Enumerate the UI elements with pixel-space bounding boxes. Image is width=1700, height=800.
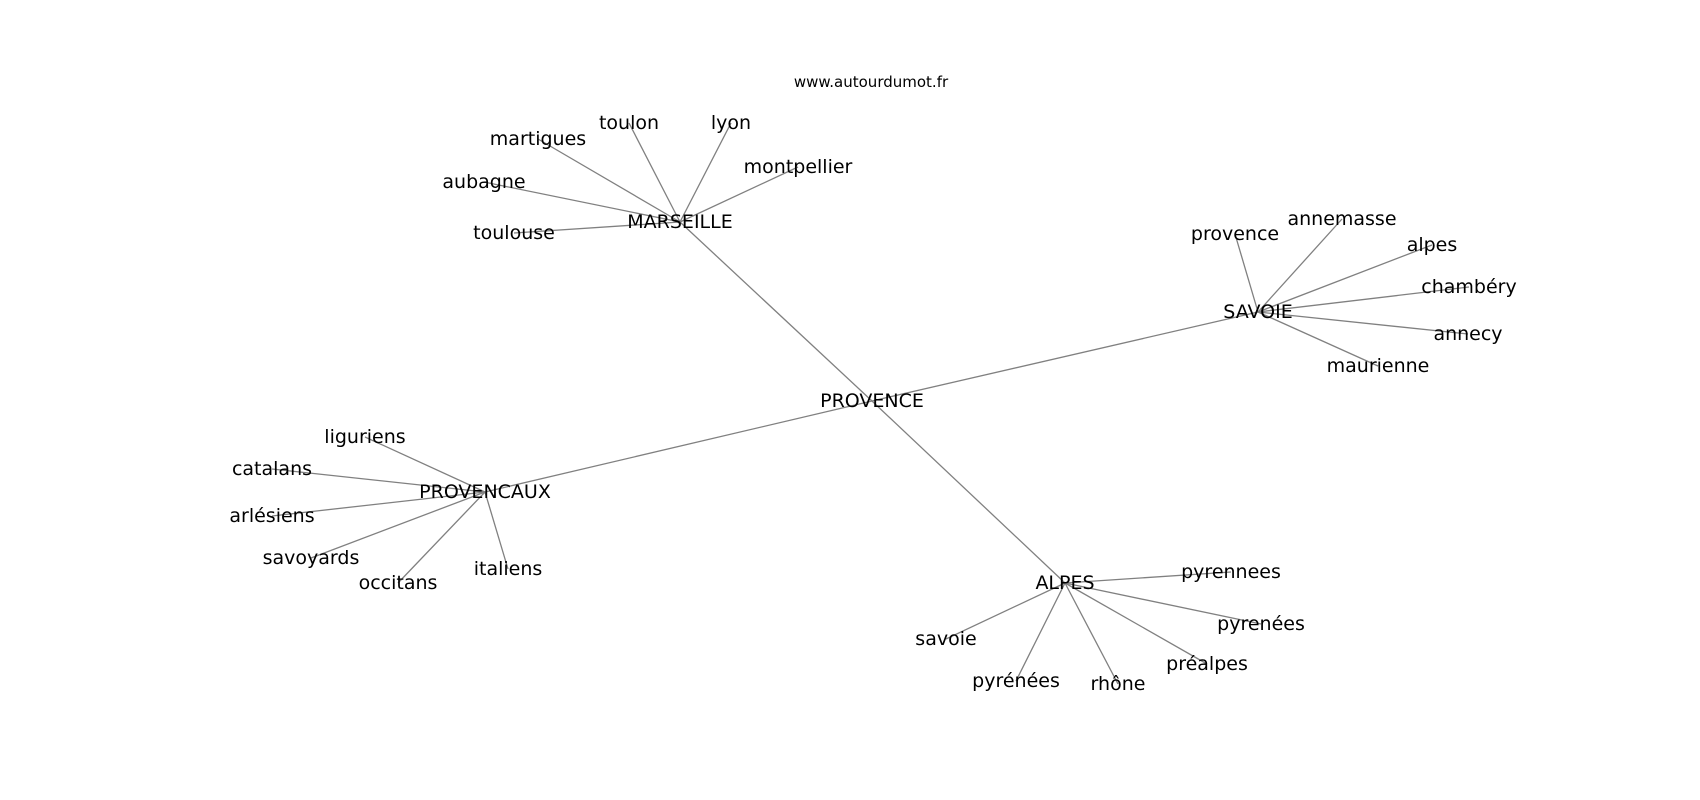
edge-hub-leaf: [483, 181, 681, 223]
leaf-node-label: occitans: [359, 572, 438, 594]
leaf-node-label: préalpes: [1166, 653, 1248, 675]
leaf-node-label: alpes: [1407, 234, 1458, 256]
edge-hub-leaf: [1064, 582, 1119, 685]
edge-hub-leaf: [1257, 244, 1433, 313]
root-node-label: PROVENCE: [820, 390, 924, 412]
edge-hub-leaf: [1064, 571, 1232, 584]
edges: [271, 122, 1470, 685]
leaf-node-label: toulouse: [473, 222, 555, 244]
hub-node-label: MARSEILLE: [627, 211, 732, 233]
edge-hub-leaf: [397, 491, 486, 584]
edge-hub-leaf: [271, 491, 486, 517]
leaf-node-label: lyon: [711, 112, 751, 134]
edge-hub-leaf: [537, 138, 681, 223]
leaf-node-label: savoyards: [263, 547, 360, 569]
leaf-node-label: toulon: [599, 112, 659, 134]
edge-hub-leaf: [945, 582, 1066, 640]
edge-hub-leaf: [364, 436, 486, 493]
leaf-node-label: pyrenées: [1217, 613, 1305, 635]
edge-hub-leaf: [1257, 218, 1343, 313]
leaf-node-label: savoie: [915, 628, 976, 650]
leaf-node-label: maurienne: [1327, 355, 1430, 377]
leaf-node-label: aubagne: [442, 171, 525, 193]
edge-root-hub: [871, 311, 1259, 402]
edge-hub-leaf: [1234, 233, 1259, 313]
leaf-node-label: pyrennees: [1181, 561, 1281, 583]
edge-hub-leaf: [679, 166, 799, 223]
leaf-node-label: annecy: [1433, 323, 1502, 345]
edge-hub-leaf: [271, 468, 486, 493]
hub-node-label: ALPES: [1035, 572, 1094, 594]
edge-hub-leaf: [628, 122, 681, 223]
edge-hub-leaf: [1064, 582, 1208, 665]
leaf-node-label: pyrénées: [972, 670, 1060, 692]
leaf-node-label: martigues: [490, 128, 586, 150]
hub-node-label: PROVENCAUX: [419, 481, 551, 503]
edge-hub-leaf: [513, 221, 681, 234]
leaf-node-label: chambéry: [1421, 276, 1516, 298]
leaf-node-label: annemasse: [1287, 208, 1396, 230]
edge-root-hub: [484, 400, 873, 493]
leaf-node-label: rhône: [1091, 673, 1146, 695]
edge-root-hub: [871, 400, 1066, 584]
edge-hub-leaf: [1257, 311, 1379, 367]
edge-hub-leaf: [679, 122, 732, 223]
leaf-node-label: arlésiens: [229, 505, 314, 527]
leaf-node-label: italiens: [474, 558, 543, 580]
leaf-node-label: montpellier: [744, 156, 853, 178]
hub-node-label: SAVOIE: [1223, 301, 1292, 323]
edge-hub-leaf: [484, 491, 509, 570]
watermark: www.autourdumot.fr: [794, 73, 949, 91]
leaf-node-label: liguriens: [324, 426, 405, 448]
edge-root-hub: [679, 221, 873, 402]
node-labels: PROVENCE MARSEILLE toulon lyon martigues mont…: [229, 112, 1516, 695]
edge-hub-leaf: [1257, 311, 1469, 335]
leaf-node-label: catalans: [232, 458, 312, 480]
edge-hub-leaf: [1064, 582, 1262, 625]
edge-hub-leaf: [1257, 286, 1470, 313]
leaf-node-label: provence: [1191, 223, 1279, 245]
edge-hub-leaf: [1015, 582, 1066, 682]
edge-hub-leaf: [310, 491, 486, 559]
